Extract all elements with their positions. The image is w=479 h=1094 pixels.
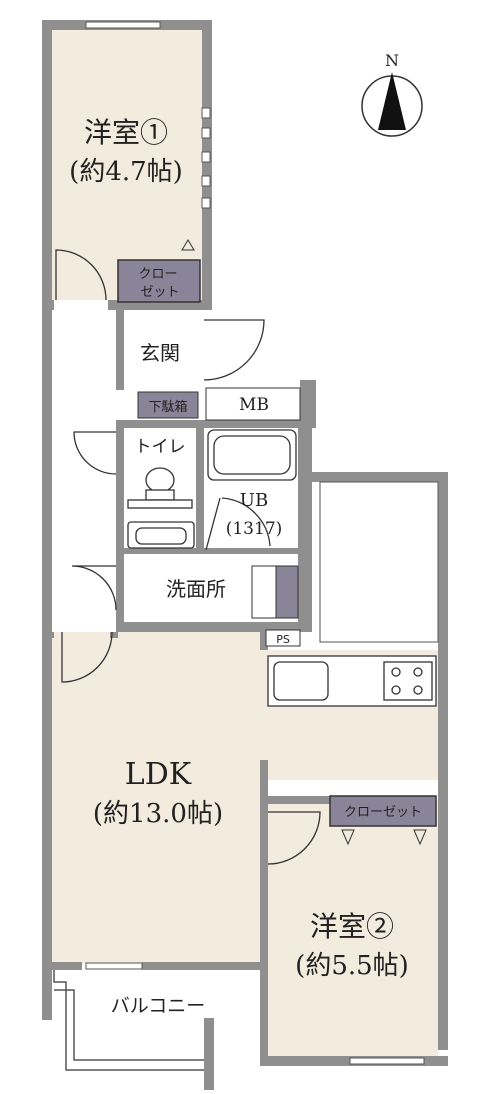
ldk-name: LDK	[125, 757, 192, 792]
genkan-label: 玄関	[140, 341, 180, 365]
closet-1-label-line2: ゼット	[140, 285, 179, 300]
shoe-box	[137, 391, 199, 419]
windows	[85, 21, 425, 1065]
closet-door-marks	[181, 239, 427, 846]
shoe-box-label: 下駄箱	[148, 399, 187, 415]
mb-label: MB	[239, 395, 269, 415]
western-room-2-area: (約5.5帖)	[295, 951, 409, 981]
washbasin	[127, 521, 195, 549]
washroom-label: 洗面所	[166, 577, 226, 601]
toilet-label: トイレ	[135, 437, 186, 457]
compass-label: N	[385, 51, 399, 70]
ps-label: PS	[276, 633, 290, 646]
doors	[55, 249, 321, 865]
compass-needle	[378, 72, 406, 130]
closet-1	[117, 259, 201, 303]
ps-box	[265, 629, 301, 647]
ub-size: (1317)	[226, 519, 283, 539]
washing-machine-space	[275, 565, 299, 619]
compass: N	[361, 51, 423, 137]
mb-box	[205, 387, 301, 421]
western-room-2-floor	[268, 800, 438, 1060]
balcony-label: バルコニー	[111, 995, 206, 1017]
balcony-outline	[53, 970, 204, 1071]
closet-1-label-line1: クロー	[138, 267, 177, 282]
kitchen-counter	[267, 655, 437, 707]
western-room-2-name: 洋室②	[310, 910, 394, 943]
ldk-floor	[52, 632, 260, 964]
western-room-1-area: (約4.7帖)	[69, 157, 183, 187]
floor-areas	[52, 30, 438, 1060]
washing-machine-box	[251, 565, 299, 619]
void-area	[319, 481, 439, 643]
western-room-1-name: 洋室①	[84, 116, 168, 149]
toilet-fixture	[127, 467, 193, 509]
ub-label: UB	[240, 490, 268, 511]
closet-2	[329, 795, 437, 827]
ldk-area: (約13.0帖)	[93, 799, 223, 829]
bathtub	[207, 429, 297, 481]
closet-2-label: クローゼット	[344, 805, 422, 820]
